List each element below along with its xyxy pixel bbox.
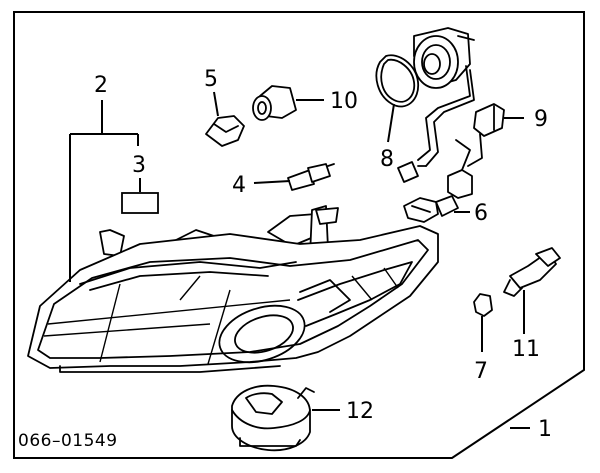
assembly-frame <box>13 11 585 459</box>
callout-5: 5 <box>204 67 218 92</box>
socket-part-11 <box>503 247 561 297</box>
callout-11: 11 <box>512 337 540 362</box>
headlamp-housing <box>27 205 439 373</box>
callout-8: 8 <box>380 147 394 172</box>
callout-2: 2 <box>94 73 108 98</box>
callout-10: 10 <box>330 89 358 114</box>
callout-1: 1 <box>538 417 552 442</box>
callout-7: 7 <box>474 359 488 384</box>
callout-12: 12 <box>346 399 374 424</box>
leader-lines <box>69 91 530 429</box>
bulb-part-7 <box>473 293 493 317</box>
rear-cover-assembly <box>375 27 505 199</box>
socket-part-10 <box>252 85 297 121</box>
callout-9: 9 <box>534 107 548 132</box>
callout-4: 4 <box>232 173 246 198</box>
bulb-part-6 <box>403 195 459 223</box>
bulb-part-5 <box>205 115 245 147</box>
callout-3: 3 <box>132 153 146 178</box>
diagram-reference-code: 066–01549 <box>18 431 118 451</box>
bulb-part-4 <box>287 163 335 191</box>
callout-6: 6 <box>474 201 488 226</box>
label-sticker <box>121 192 159 214</box>
retainer-ring-part-12 <box>231 384 315 452</box>
